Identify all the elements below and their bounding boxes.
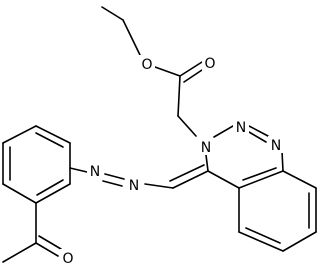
bond-ch-azo-n bbox=[144, 183, 174, 189]
bond-c4a-c8a-a bbox=[238, 170, 284, 189]
bond-ethyl-ch3 bbox=[101, 6, 124, 21]
bond-ph-c2-c3-inner bbox=[35, 132, 64, 148]
bond-carbonyl-ch2 bbox=[177, 75, 181, 117]
bond-ch2-n3 bbox=[177, 115, 197, 137]
triazine-n1-label: N bbox=[271, 138, 281, 154]
ester-oxygen-label: O bbox=[141, 57, 152, 73]
bond-n3-n2 bbox=[213, 125, 234, 138]
azo-nitrogen-left-label: N bbox=[90, 164, 100, 180]
bond-n1-c8a bbox=[281, 150, 284, 172]
bond-acetyl-ch3 bbox=[2, 242, 37, 263]
bond-ester-o-carbon bbox=[154, 66, 181, 77]
bond-n3-c4 bbox=[205, 154, 209, 172]
bond-n2-n1-a bbox=[248, 125, 269, 137]
bond-ph-c2-c3 bbox=[35, 125, 71, 144]
bond-ph-c6-c1 bbox=[35, 183, 71, 204]
carbonyl-oxygen-label: O bbox=[204, 56, 215, 72]
bond-n2-n1-b bbox=[248, 131, 267, 143]
bond-acetyl-co-b bbox=[38, 235, 62, 250]
bond-ph-c6-c1-inner bbox=[36, 179, 64, 196]
bond-c7-c6 bbox=[282, 231, 317, 252]
bond-ph-c5-c6 bbox=[2, 183, 37, 204]
bond-c8a-c8 bbox=[282, 170, 317, 189]
bond-carbonyl-a bbox=[179, 61, 203, 77]
triazine-n3-label: N bbox=[201, 140, 211, 156]
bond-c6-c5-inner bbox=[245, 227, 281, 244]
bond-acetyl-co-a bbox=[35, 242, 59, 257]
bond-c4-c4a bbox=[207, 170, 240, 189]
bond-ethyl-ch2 bbox=[122, 19, 141, 56]
bond-ph-c3-c4 bbox=[2, 125, 37, 144]
bond-azo-nn-a bbox=[104, 173, 125, 180]
triazine-n2-label: N bbox=[236, 120, 246, 136]
bond-c4a-c8a-b bbox=[242, 167, 277, 181]
bond-carbonyl-b bbox=[183, 67, 206, 83]
bond-c4-ch-b bbox=[169, 164, 205, 182]
azo-nitrogen-right-label: N bbox=[129, 178, 139, 194]
bond-azo-nn-b bbox=[102, 180, 123, 187]
bond-c4-ch-a bbox=[172, 170, 209, 189]
acetyl-oxygen-label: O bbox=[62, 251, 73, 267]
bond-c6-c5 bbox=[238, 231, 284, 252]
bond-azo-n-aryl bbox=[69, 167, 88, 173]
